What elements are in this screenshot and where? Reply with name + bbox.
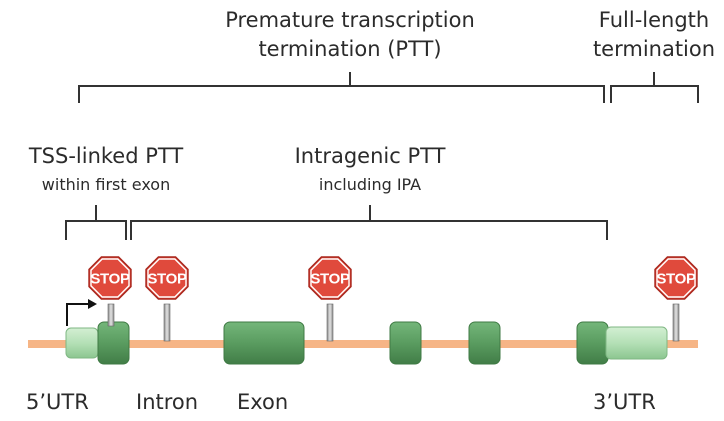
stop-sign-tss: STOP [88,256,132,327]
stop-sign-full-length: STOP [654,256,698,342]
exon-4 [468,321,501,365]
utr3-box [605,326,668,360]
full-length-header-line2: termination [593,37,715,61]
stop-sign-intragenic: STOP [308,256,352,342]
stop-sign-label: STOP [656,271,696,288]
ptt-bracket [78,72,605,103]
intron-label: Intron [136,390,198,414]
last-exon [576,321,609,365]
intragenic-title: Intragenic PTT [295,144,446,168]
tss-arrow [66,303,88,326]
tss-linked-subtitle: within first exon [42,175,170,194]
utr3-label: 3’UTR [593,390,656,414]
ptt-header-line2: termination (PTT) [258,37,441,61]
full-length-header-line1: Full-length [599,8,709,32]
stop-sign-label: STOP [310,271,350,288]
full-length-bracket [610,72,699,103]
first-exon [97,321,130,365]
utr5-box [65,327,99,359]
gene-backbone [28,340,698,348]
tss-arrowhead [88,299,97,309]
stop-sign-label: STOP [90,271,130,288]
exon-label: Exon [237,390,288,414]
tss-linked-title: TSS-linked PTT [28,144,184,168]
exon-2 [223,321,305,365]
ptt-header-line1: Premature transcription [225,8,475,32]
stop-sign-label: STOP [147,271,187,288]
intragenic-subtitle: including IPA [319,175,421,194]
stop-sign-intron: STOP [145,256,189,342]
utr5-label: 5’UTR [26,390,89,414]
tss-linked-bracket [65,205,127,240]
exon-3 [389,321,422,365]
intragenic-bracket [130,205,608,240]
